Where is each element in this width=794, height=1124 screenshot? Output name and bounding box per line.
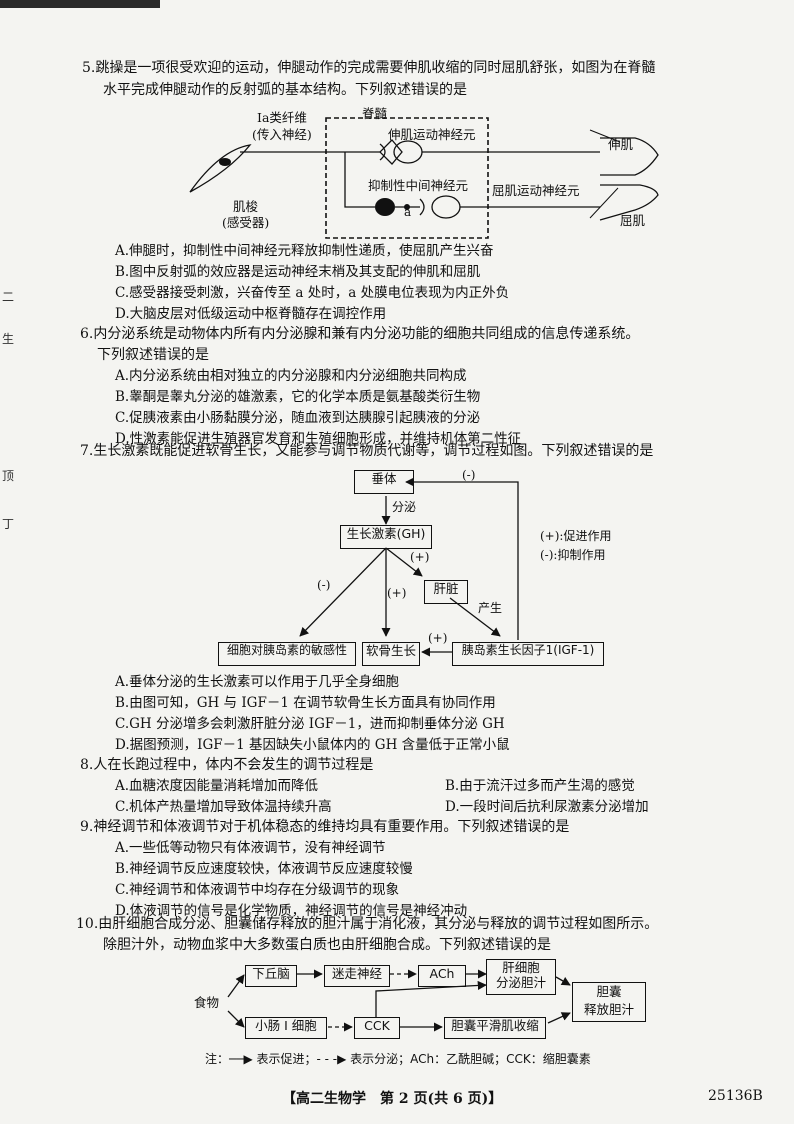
q7-sign-feedback-neg: (-) bbox=[462, 468, 476, 482]
q8-option-a[interactable]: A.血糖浓度因能量消耗增加而降低 bbox=[115, 778, 319, 794]
q5-option-d[interactable]: D.大脑皮层对低级运动中枢脊髓存在调控作用 bbox=[115, 306, 387, 322]
q5-option-c[interactable]: C.感受器接受刺激，兴奋传至 a 处时，a 处膜电位表现为内正外负 bbox=[115, 285, 510, 301]
q7-box-gh: 生长激素(GH) bbox=[340, 525, 432, 549]
q6-stem-line2: 下列叙述错误的是 bbox=[97, 347, 209, 363]
q5-label-inhib: 抑制性中间神经元 bbox=[368, 178, 469, 193]
margin-mark: 丁 bbox=[2, 517, 15, 531]
margin-mark: 顶 bbox=[2, 469, 15, 483]
margin-mark: 生 bbox=[2, 332, 15, 346]
q5-option-b[interactable]: B.图中反射弧的效应器是运动神经末梢及其支配的伸肌和屈肌 bbox=[115, 264, 481, 280]
q7-box-igf: 胰岛素生长因子1(IGF-1) bbox=[452, 642, 604, 666]
q5-label-extensor: 伸肌 bbox=[608, 137, 634, 152]
q6-option-a[interactable]: A.内分泌系统由相对独立的内分泌腺和内分泌细胞共同构成 bbox=[115, 368, 467, 384]
q10-box-vagus: 迷走神经 bbox=[324, 965, 390, 987]
q5-label-ext-motor: 伸肌运动神经元 bbox=[388, 127, 476, 142]
q6-option-b[interactable]: B.睾酮是睾丸分泌的雄激素，它的化学本质是氨基酸类衍生物 bbox=[115, 389, 481, 405]
q10-box-liver-cell: 肝细胞 分泌胆汁 bbox=[486, 959, 556, 995]
q10-gall-line2: 释放胆汁 bbox=[583, 1002, 634, 1017]
q9-option-d[interactable]: D.体液调节的信号是化学物质，神经调节的信号是神经冲动 bbox=[115, 903, 468, 919]
q7-sign-liver-pos: (+) bbox=[410, 550, 430, 564]
q7-sign-cart-pos: (+) bbox=[387, 586, 407, 600]
q8-option-c[interactable]: C.机体产热量增加导致体温持续升高 bbox=[115, 799, 332, 815]
q5-stem-line2: 水平完成伸腿动作的反射弧的基本结构。下列叙述错误的是 bbox=[103, 82, 467, 98]
q5-label-spindle: 肌梭 bbox=[233, 199, 259, 214]
q10-box-ach: ACh bbox=[418, 965, 466, 987]
q10-note: 注：──▶ 表示促进；- - -▶ 表示分泌；ACh：乙酰胆碱；CCK：缩胆囊素 bbox=[205, 1052, 591, 1066]
q6-stem-line1: 6.内分泌系统是动物体内所有内分泌腺和兼有内分泌功能的细胞共同组成的信息传递系统… bbox=[80, 326, 640, 342]
q6-option-d[interactable]: D.性激素能促进生殖器官发育和生殖细胞形成，并维持机体第二性征 bbox=[115, 431, 522, 447]
q8-option-b[interactable]: B.由于流汗过多而产生渴的感觉 bbox=[445, 778, 635, 794]
q10-liver-cell-line1: 肝细胞 bbox=[502, 960, 540, 975]
q5-label-fiber: Ⅰa类纤维 bbox=[257, 110, 307, 125]
q10-box-gallbladder: 胆囊 释放胆汁 bbox=[572, 982, 646, 1022]
q10-label-food: 食物 bbox=[194, 995, 220, 1010]
q10-stem-line1: 10.由肝细胞合成分泌、胆囊储存释放的胆汁属于消化液，其分泌与释放的调节过程如图… bbox=[76, 916, 659, 932]
q5-stem-line1: 5.跳操是一项很受欢迎的运动，伸腿动作的完成需要伸肌收缩的同时屈肌舒张，如图为在… bbox=[82, 60, 656, 76]
q10-box-smooth-muscle: 胆囊平滑肌收缩 bbox=[444, 1017, 546, 1039]
q5-reflex-arc-diagram bbox=[189, 117, 659, 239]
q7-sign-sens-neg: (-) bbox=[317, 578, 331, 592]
q7-label-secrete: 分泌 bbox=[392, 500, 417, 514]
q5-option-a[interactable]: A.伸腿时，抑制性中间神经元释放抑制性递质，使屈肌产生兴奋 bbox=[115, 243, 494, 259]
q7-stem: 7.生长激素既能促进软骨生长，又能参与调节物质代谢等，调节过程如图。下列叙述错误… bbox=[80, 443, 654, 459]
q7-box-pituitary: 垂体 bbox=[354, 470, 414, 494]
q7-option-d[interactable]: D.据图预测，IGF－1 基因缺失小鼠体内的 GH 含量低于正常小鼠 bbox=[115, 737, 510, 753]
q7-label-produce: 产生 bbox=[478, 601, 503, 615]
q5-label-flexor: 屈肌 bbox=[620, 213, 646, 228]
q10-box-i-cell: 小肠 I 细胞 bbox=[245, 1017, 327, 1039]
q7-box-cartilage: 软骨生长 bbox=[362, 642, 420, 666]
q9-option-a[interactable]: A.一些低等动物只有体液调节，没有神经调节 bbox=[115, 840, 386, 856]
q10-bile-diagram bbox=[227, 969, 571, 1032]
q6-option-c[interactable]: C.促胰液素由小肠黏膜分泌，随血液到达胰腺引起胰液的分泌 bbox=[115, 410, 481, 426]
q8-stem: 8.人在长跑过程中，体内不会发生的调节过程是 bbox=[80, 757, 374, 773]
q8-option-d[interactable]: D.一段时间后抗利尿激素分泌增加 bbox=[445, 799, 649, 815]
q5-label-afferent: (传入神经) bbox=[252, 127, 312, 142]
q9-stem: 9.神经调节和体液调节对于机体稳态的维持均具有重要作用。下列叙述错误的是 bbox=[80, 819, 570, 835]
q7-legend-neg: (-):抑制作用 bbox=[540, 548, 606, 562]
q10-box-hypothalamus: 下丘脑 bbox=[245, 965, 297, 987]
page-footer-code: 25136B bbox=[708, 1088, 763, 1104]
page-footer-title: 【高二生物学 第 2 页(共 6 页)】 bbox=[282, 1091, 503, 1107]
q9-option-c[interactable]: C.神经调节和体液调节中均存在分级调节的现象 bbox=[115, 882, 400, 898]
q7-legend-pos: (+):促进作用 bbox=[540, 529, 612, 543]
q7-sign-igf-pos: (+) bbox=[428, 631, 448, 645]
q10-stem-line2: 除胆汁外，动物血浆中大多数蛋白质也由肝细胞合成。下列叙述错误的是 bbox=[103, 937, 551, 953]
q5-label-receptor: (感受器) bbox=[222, 215, 270, 230]
q9-option-b[interactable]: B.神经调节反应速度较快，体液调节反应速度较慢 bbox=[115, 861, 413, 877]
q7-option-a[interactable]: A.垂体分泌的生长激素可以作用于几乎全身细胞 bbox=[115, 674, 400, 690]
q7-box-liver: 肝脏 bbox=[424, 580, 468, 604]
q5-label-a: a bbox=[404, 205, 412, 219]
q10-box-cck: CCK bbox=[354, 1017, 400, 1039]
q7-option-b[interactable]: B.由图可知，GH 与 IGF－1 在调节软骨生长方面具有协同作用 bbox=[115, 695, 496, 711]
q7-box-insulin-sensitivity: 细胞对胰岛素的敏感性 bbox=[218, 642, 356, 666]
q10-liver-cell-line2: 分泌胆汁 bbox=[495, 975, 546, 990]
margin-mark: 二 bbox=[2, 290, 15, 304]
q10-gall-line1: 胆囊 bbox=[596, 984, 622, 999]
q7-gh-diagram bbox=[299, 477, 519, 657]
q5-label-spinal: 脊髓 bbox=[362, 106, 388, 121]
q7-option-c[interactable]: C.GH 分泌增多会刺激肝脏分泌 IGF－1，进而抑制垂体分泌 GH bbox=[115, 716, 505, 732]
q5-label-flex-motor: 屈肌运动神经元 bbox=[492, 183, 580, 198]
scan-edge bbox=[0, 0, 160, 8]
